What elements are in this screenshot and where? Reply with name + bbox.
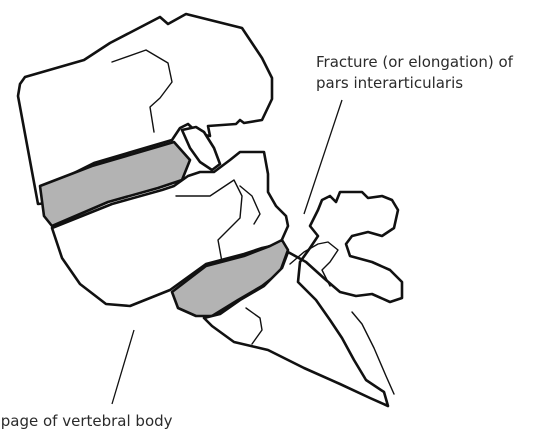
- pars-label-line-2: pars interarticularis: [316, 74, 463, 92]
- vertebral-slip-label: Forward slippage of vertebral body: [0, 412, 173, 430]
- pars-leader-line: [304, 100, 342, 214]
- slip-leader-line: [112, 330, 134, 404]
- pars-label-line-1: Fracture (or elongation) of: [316, 53, 514, 71]
